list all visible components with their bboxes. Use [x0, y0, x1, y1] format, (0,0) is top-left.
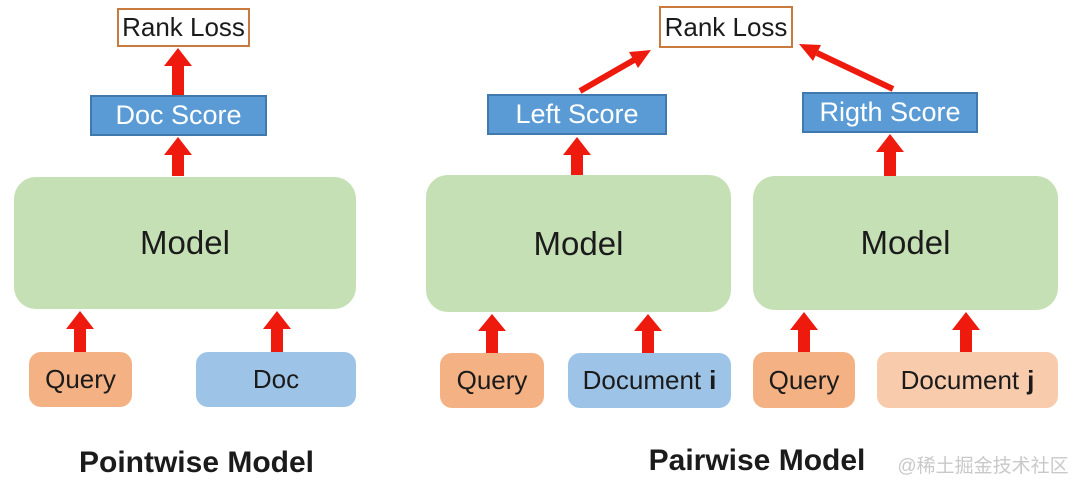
arrow-query-to-left-model	[478, 314, 506, 353]
arrow-model-to-doc-score	[164, 137, 192, 176]
document-i-label: Document	[582, 365, 702, 395]
pointwise-query-box: Query	[29, 352, 132, 407]
pairwise-rank-loss-box: Rank Loss	[659, 6, 793, 48]
arrow-left-score-to-rank-loss-line	[578, 57, 636, 94]
document-j-box: Document j	[877, 352, 1058, 408]
arrow-right-score-to-rank-loss-head	[799, 44, 821, 61]
arrow-right-score-to-rank-loss-line	[815, 50, 895, 92]
pointwise-model-box: Model	[14, 177, 356, 309]
arrow-document-i-to-left-model	[634, 314, 662, 353]
arrow-left-model-to-left-score	[563, 137, 591, 176]
arrow-document-j-to-right-model	[952, 312, 980, 353]
arrow-right-model-to-right-score	[876, 134, 904, 176]
right-score-box: Rigth Score	[802, 92, 978, 133]
pairwise-right-model-box: Model	[753, 176, 1058, 310]
document-i-index: i	[709, 365, 717, 395]
left-score-box: Left Score	[487, 94, 667, 135]
pointwise-caption: Pointwise Model	[78, 446, 315, 479]
pairwise-left-query-box: Query	[440, 353, 544, 408]
arrow-query-to-model-pointwise	[66, 311, 94, 353]
arrow-query-to-right-model	[790, 312, 818, 353]
arrow-doc-score-to-rank-loss	[164, 48, 192, 97]
arrow-doc-to-model-pointwise	[263, 311, 291, 353]
document-i-box: Document i	[568, 353, 731, 408]
pointwise-rank-loss-box: Rank Loss	[117, 8, 250, 47]
document-j-index: j	[1027, 364, 1035, 395]
pairwise-left-model-box: Model	[426, 175, 731, 312]
watermark: @稀土掘金技术社区	[897, 455, 1069, 477]
pairwise-right-query-box: Query	[753, 352, 855, 408]
doc-score-box: Doc Score	[90, 95, 267, 136]
document-j-label: Document	[900, 364, 1020, 395]
pointwise-doc-box: Doc	[196, 352, 356, 407]
arrow-left-score-to-rank-loss-head	[629, 50, 651, 68]
pairwise-caption: Pairwise Model	[648, 444, 866, 477]
